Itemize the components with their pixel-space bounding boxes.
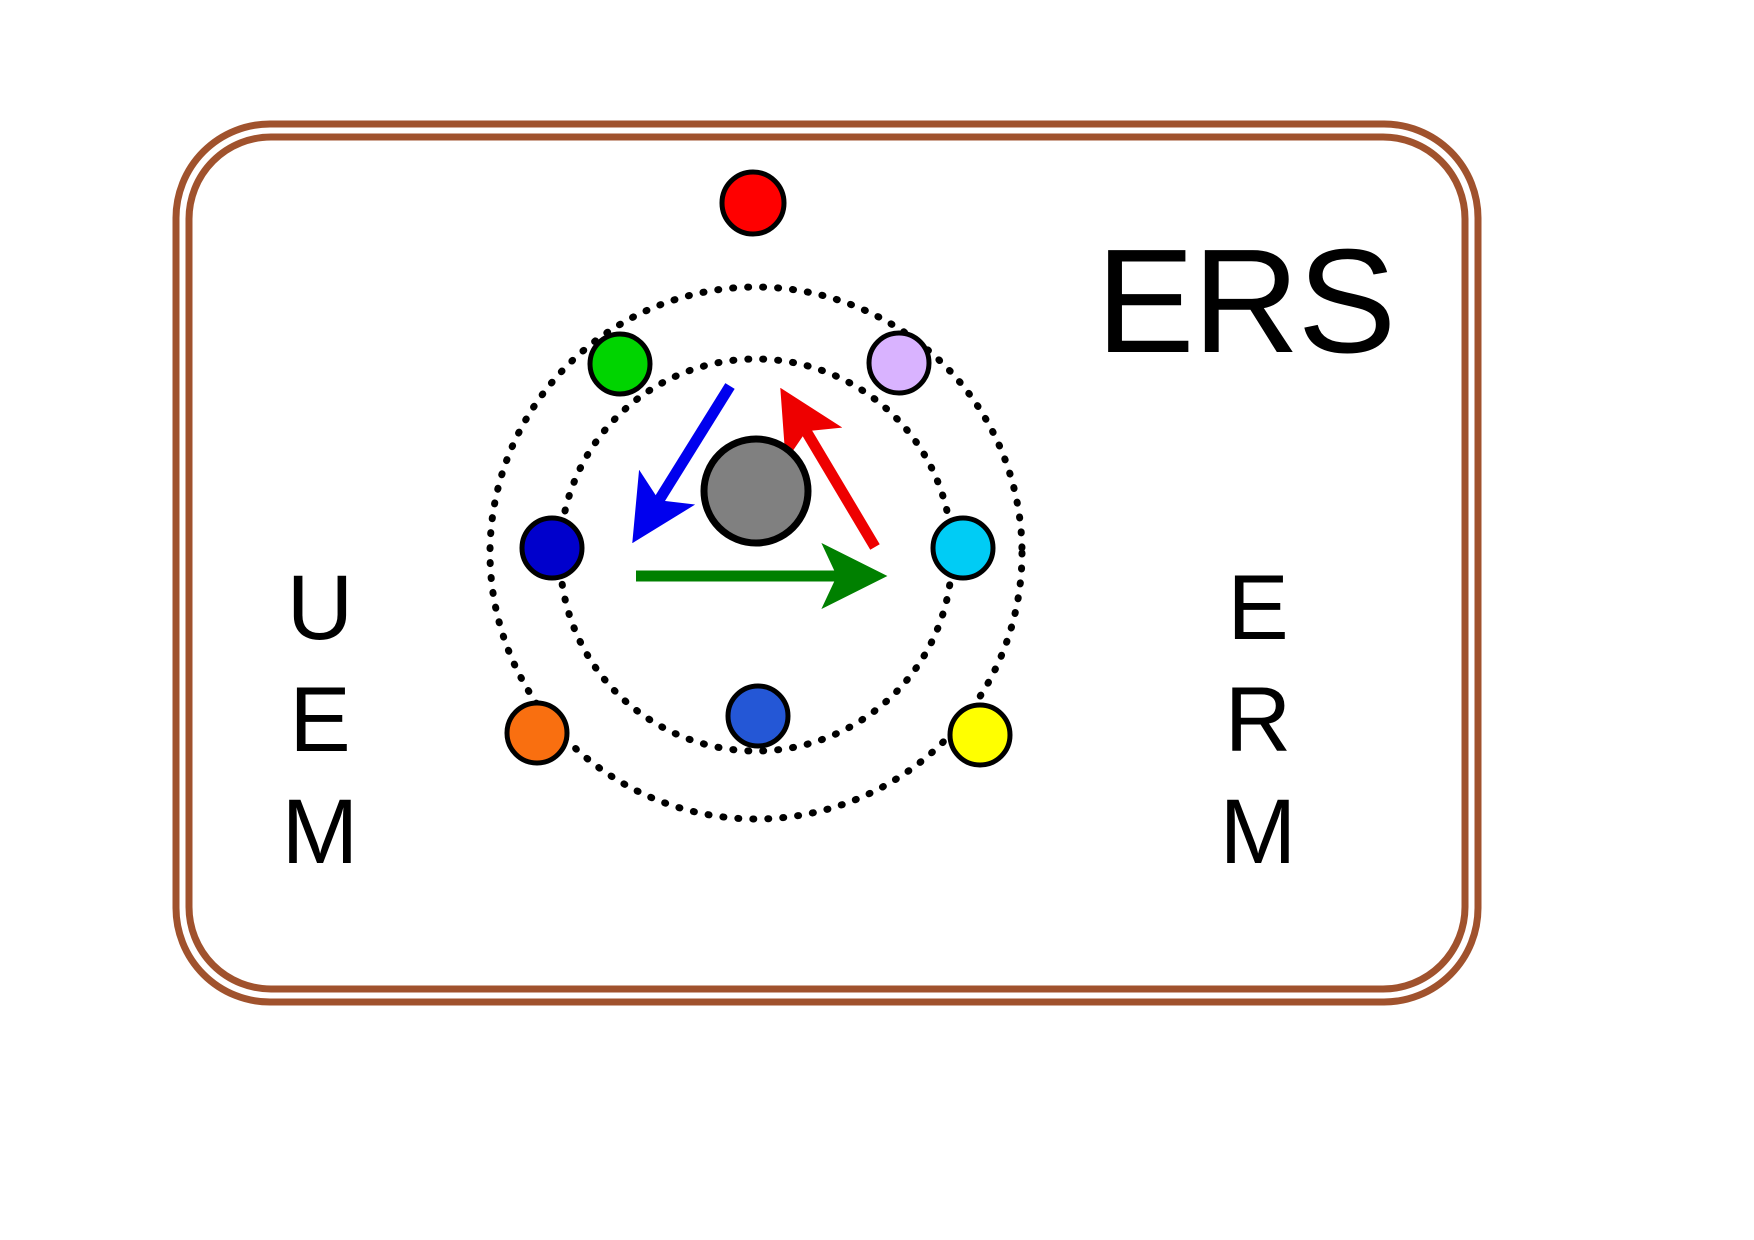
right-label-line-2: R [1224, 669, 1292, 772]
right-label-column: E R M [1210, 552, 1306, 889]
electron-green [587, 331, 653, 397]
electron-orange [504, 700, 570, 766]
electron-red [719, 169, 787, 237]
electron-lavender [866, 330, 932, 396]
arrow-red [780, 387, 880, 550]
arrow-blue [632, 383, 735, 544]
frame-inner-line [185, 133, 1469, 993]
electron-cyan [930, 515, 996, 581]
left-label-column: U E M [272, 552, 368, 889]
outer-orbit [486, 283, 1026, 823]
nucleus [700, 435, 812, 547]
left-label-line-1: U [286, 557, 354, 659]
right-label-line-3: M [1219, 781, 1297, 884]
frame-outer-line [172, 120, 1482, 1006]
electron-blue [725, 683, 791, 749]
right-label-line-1: E [1227, 557, 1289, 659]
electron-navy [519, 515, 585, 581]
figure-title: ERS [1096, 219, 1396, 384]
electron-yellow [947, 702, 1013, 768]
left-label-line-2: E [289, 669, 351, 772]
rounded-frame [172, 120, 1482, 1006]
left-label-line-3: M [281, 781, 359, 884]
